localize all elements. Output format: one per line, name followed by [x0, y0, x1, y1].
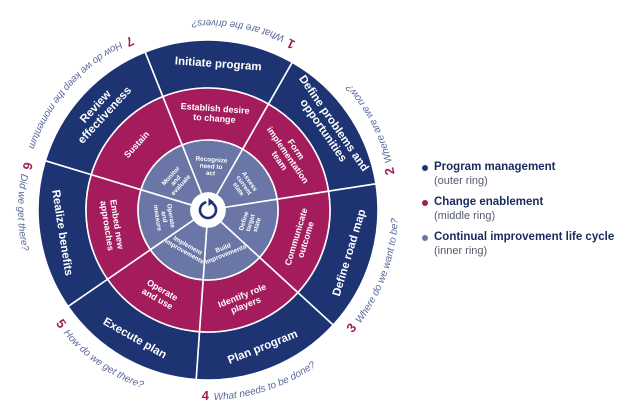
- center-hub: [192, 194, 224, 226]
- phase-number: 1: [284, 36, 297, 53]
- center-circle: [192, 194, 224, 226]
- legend-subtitle: (outer ring): [434, 175, 488, 187]
- cycle-arrow-icon: [198, 198, 218, 220]
- legend-dot: [422, 200, 428, 206]
- legend-item-continual-improvement: Continual improvement life cycle (inner …: [422, 230, 618, 258]
- phase-number: 4: [202, 388, 210, 403]
- inner-ring-segment: [149, 218, 208, 281]
- phase-number: 5: [53, 316, 69, 331]
- inner-ring-segment: [202, 220, 261, 281]
- phase-number: 3: [343, 320, 359, 335]
- phase-question-text: Did we get there?: [15, 173, 30, 253]
- inner-ring-segment: [137, 188, 196, 251]
- legend-item-program-management: Program management (outer ring): [422, 160, 618, 188]
- phase-number: 7: [123, 33, 136, 50]
- legend-item-change-enablement: Change enablement (middle ring): [422, 195, 618, 223]
- legend-subtitle: (inner ring): [434, 245, 488, 257]
- legend-title: Program management: [434, 161, 556, 173]
- phase-number: 6: [20, 161, 36, 172]
- legend-title: Change enablement: [434, 196, 544, 208]
- phase-number: 2: [381, 166, 397, 176]
- legend-title: Continual improvement life cycle: [434, 231, 615, 243]
- inner-ring-label: Recognizeneed toact: [194, 155, 228, 178]
- legend-subtitle: (middle ring): [434, 210, 496, 222]
- inner-ring-label: Operateandmeasure: [152, 202, 176, 232]
- inner-ring-segment: [215, 148, 279, 209]
- legend: Program management (outer ring) Change e…: [422, 160, 618, 265]
- middle-ring-label: Establish desireto change: [180, 101, 250, 126]
- legend-dot: [422, 165, 428, 171]
- middle-ring: Establish desireto changeFormimplementat…: [85, 87, 331, 333]
- inner-ring-segment: [140, 143, 203, 207]
- inner-ring-segment: [219, 198, 279, 259]
- legend-dot: [422, 235, 428, 241]
